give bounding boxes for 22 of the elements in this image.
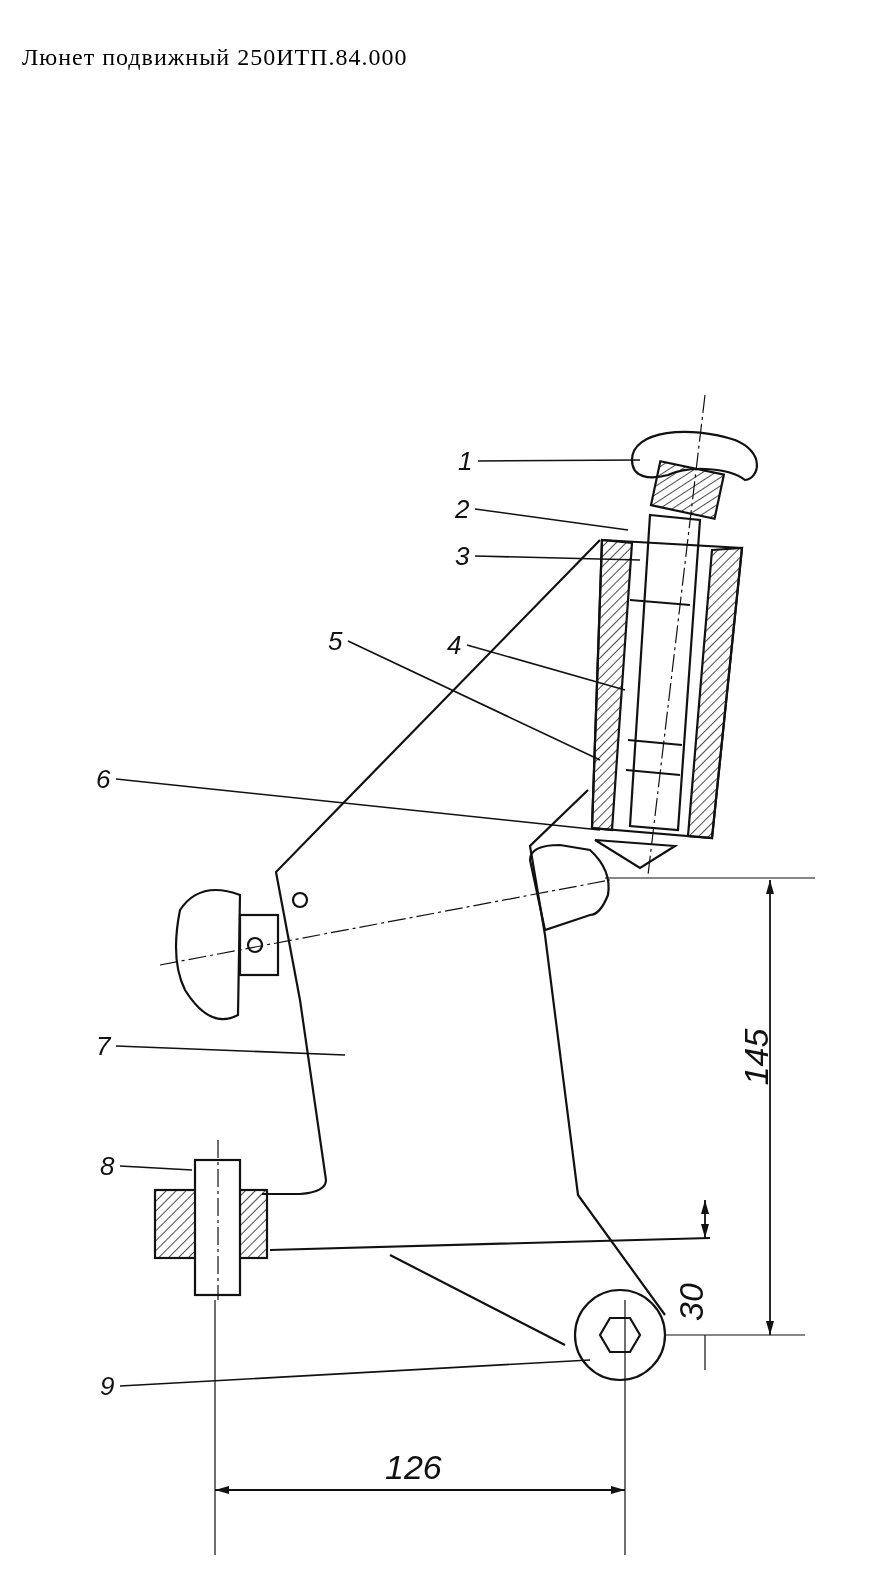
leader-line	[115, 778, 601, 831]
callout-number: 1	[458, 448, 473, 474]
leader-line	[115, 1045, 346, 1056]
leader-line	[119, 1165, 193, 1171]
dimension-text: 30	[673, 1283, 708, 1321]
dimension-text: 145	[739, 1028, 774, 1086]
callout-number: 5	[328, 628, 343, 654]
callout-number: 4	[447, 632, 462, 658]
callout-number: 6	[96, 766, 111, 792]
leader-line	[347, 640, 601, 761]
callout-number: 2	[455, 496, 470, 522]
callout-number: 8	[100, 1153, 115, 1179]
leader-line	[477, 459, 641, 462]
callout-number: 3	[455, 543, 470, 569]
callout-number: 9	[100, 1373, 115, 1399]
leader-line	[474, 555, 641, 561]
callout-number: 7	[96, 1033, 111, 1059]
dimension-text: 126	[385, 1450, 442, 1484]
leader-line	[119, 1359, 591, 1387]
leader-line	[466, 644, 626, 691]
title: Люнет подвижный 250ИТП.84.000	[22, 45, 408, 69]
leader-line	[474, 508, 629, 531]
